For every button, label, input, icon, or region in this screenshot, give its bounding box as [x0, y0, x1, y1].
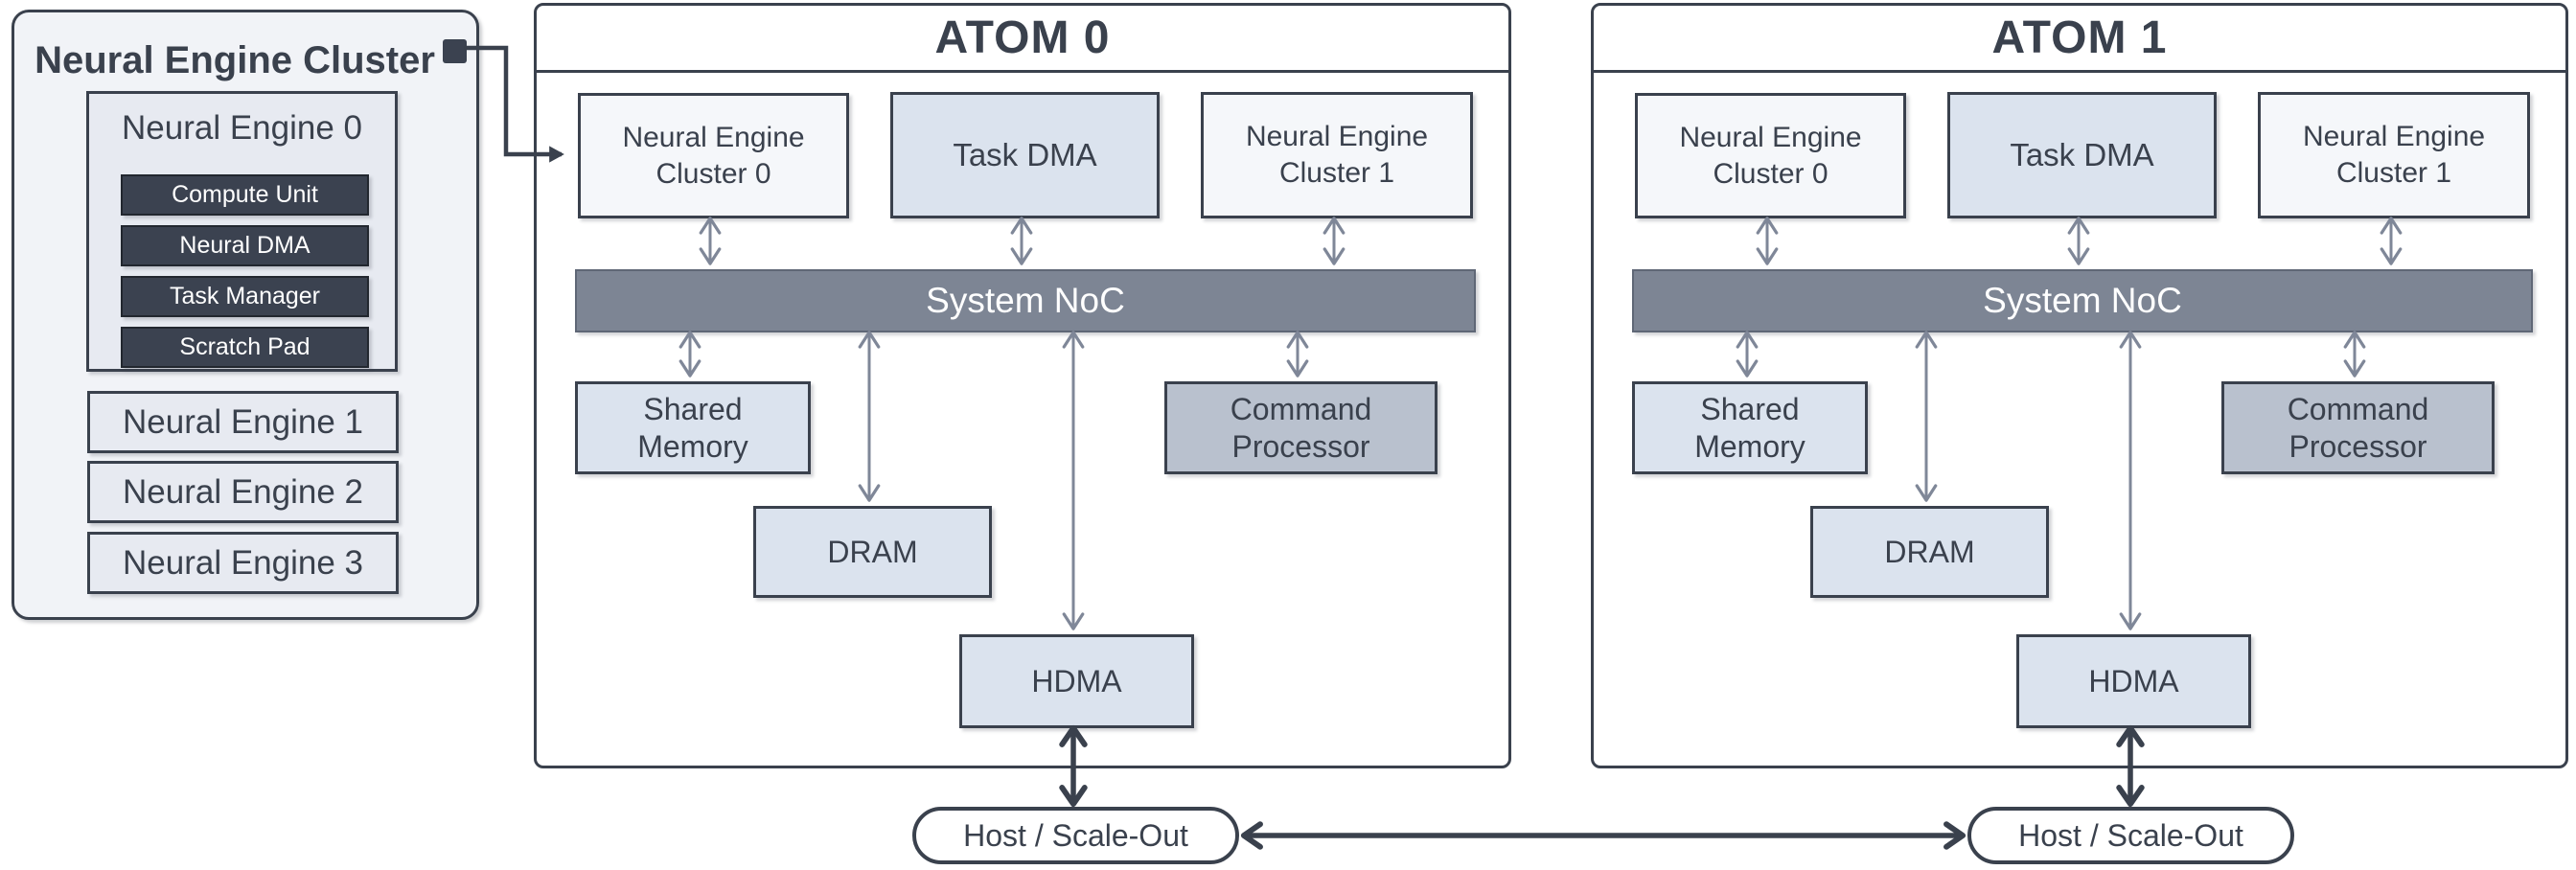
atom-0-shared-memory-box: Shared Memory: [575, 381, 811, 474]
atom-1-task-dma-box: Task DMA: [1947, 92, 2217, 218]
compute-unit-chip: Compute Unit: [121, 174, 369, 216]
atom-1-neural-engine-cluster-0-box: Neural Engine Cluster 0: [1635, 93, 1906, 218]
legend-connector-square-icon: [443, 39, 467, 63]
legend-title: Neural Engine Cluster: [34, 39, 435, 81]
atom-1-neural-engine-cluster-1-box: Neural Engine Cluster 1: [2258, 92, 2530, 218]
atom-0-command-processor-box: Command Processor: [1164, 381, 1438, 474]
neural-dma-chip: Neural DMA: [121, 225, 369, 266]
atom-0-hdma-box: HDMA: [959, 634, 1194, 728]
host-scale-out-0-pill: Host / Scale-Out: [912, 807, 1239, 864]
legend-panel: Neural Engine Cluster Neural Engine 0 Co…: [12, 10, 479, 620]
atom-1-system-noc-bar: System NoC: [1632, 269, 2533, 332]
neural-engine-3-box: Neural Engine 3: [87, 532, 399, 594]
atom-1-dram-box: DRAM: [1810, 506, 2049, 598]
atom-1-command-processor-box: Command Processor: [2221, 381, 2495, 474]
neural-engine-1-box: Neural Engine 1: [87, 391, 399, 453]
atom-0-neural-engine-cluster-1-box: Neural Engine Cluster 1: [1201, 92, 1473, 218]
atom-0-title: ATOM 0: [537, 6, 1508, 73]
neural-engine-0-label: Neural Engine 0: [122, 109, 362, 147]
atom-1: ATOM 1 Neural Engine Cluster 0 Task DMA …: [1591, 3, 2568, 768]
scratch-pad-chip: Scratch Pad: [121, 327, 369, 368]
atom-0-neural-engine-cluster-0-box: Neural Engine Cluster 0: [578, 93, 849, 218]
atom-1-shared-memory-box: Shared Memory: [1632, 381, 1868, 474]
host-scale-out-1-pill: Host / Scale-Out: [1967, 807, 2294, 864]
atom-0-system-noc-bar: System NoC: [575, 269, 1476, 332]
atom-0: ATOM 0 Neural Engine Cluster 0 Task DMA …: [534, 3, 1511, 768]
neural-engine-2-box: Neural Engine 2: [87, 461, 399, 523]
atom-0-dram-box: DRAM: [753, 506, 992, 598]
atom-1-hdma-box: HDMA: [2016, 634, 2251, 728]
task-manager-chip: Task Manager: [121, 276, 369, 317]
neural-engine-0-box: Neural Engine 0 Compute Unit Neural DMA …: [86, 91, 398, 372]
atom-0-task-dma-box: Task DMA: [890, 92, 1160, 218]
atom-1-title: ATOM 1: [1594, 6, 2565, 73]
